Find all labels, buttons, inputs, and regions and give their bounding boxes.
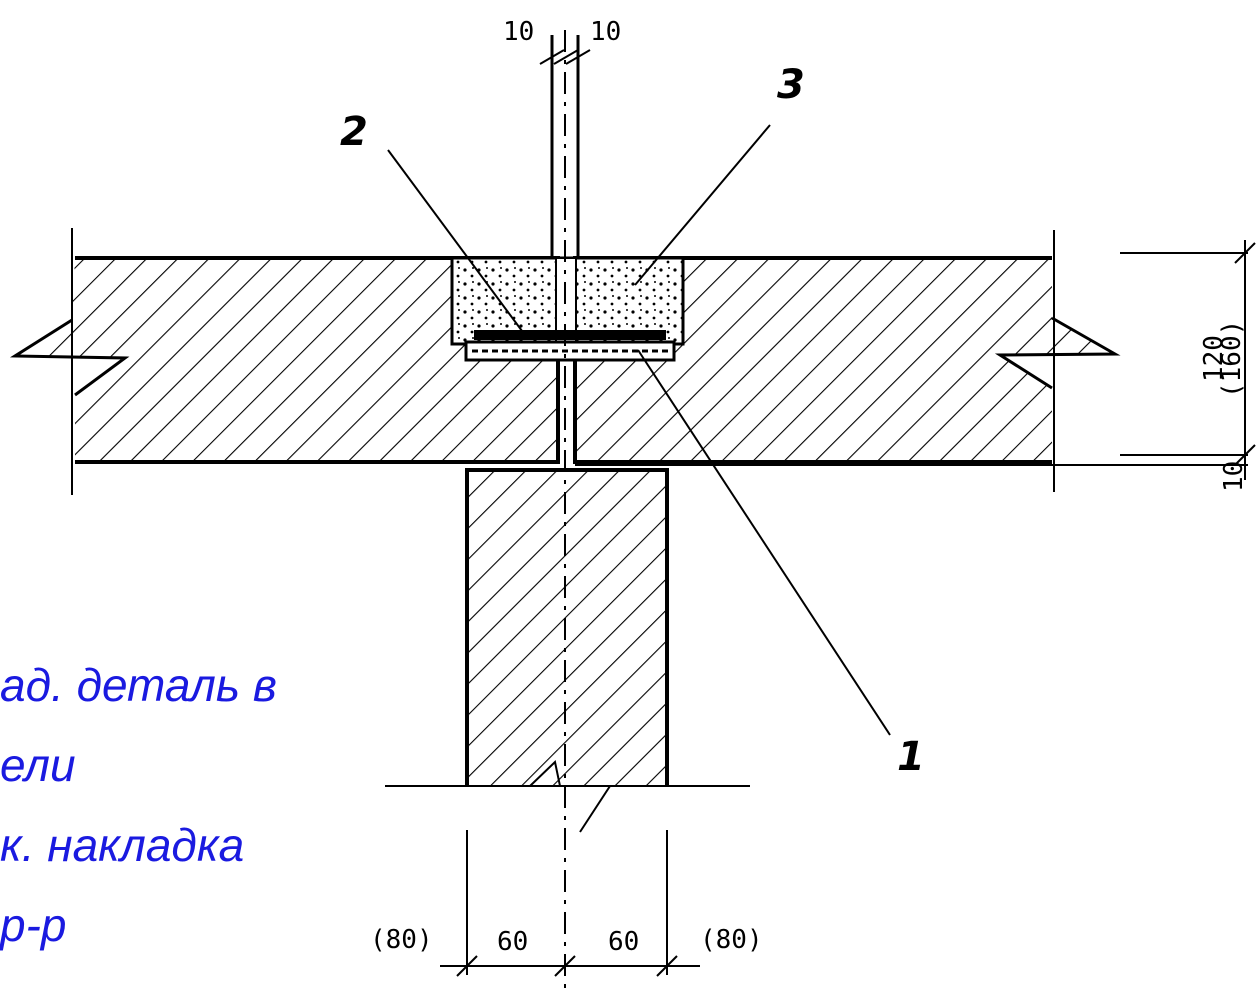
dim-right-outer: (80) xyxy=(700,925,763,955)
wall xyxy=(385,468,750,833)
note-line-3: к. накладка xyxy=(0,819,245,871)
extension-lines xyxy=(71,228,1248,975)
dim-height-alt: (160) xyxy=(1217,320,1247,398)
dim-top-right: 10 xyxy=(590,17,621,47)
note-line-1: ад. деталь в xyxy=(0,659,277,711)
dimension-ticks xyxy=(456,49,1256,977)
dim-right-inner: 60 xyxy=(608,927,639,957)
dim-left-outer: (80) xyxy=(370,925,433,955)
note-line-2: ели xyxy=(0,739,76,791)
dim-top-left: 10 xyxy=(503,17,534,47)
dim-gap-bottom: 10 xyxy=(1219,461,1249,492)
callout-2: 2 xyxy=(340,109,368,155)
callout-3: 3 xyxy=(777,62,805,108)
leader-lines xyxy=(387,124,891,736)
dim-height-main: 120 xyxy=(1199,335,1229,382)
steel-plate xyxy=(464,330,676,362)
note-line-4: р-р xyxy=(0,899,67,951)
dim-left-inner: 60 xyxy=(497,927,528,957)
callout-1: 1 xyxy=(897,734,925,780)
